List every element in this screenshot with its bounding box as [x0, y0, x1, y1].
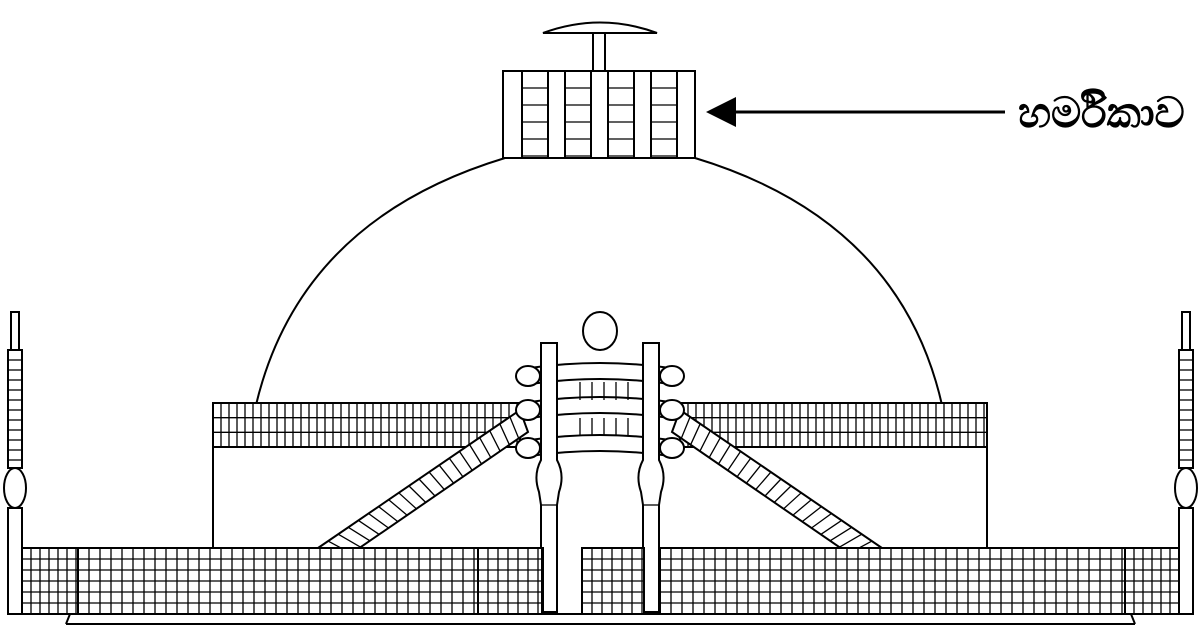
base-platform — [65, 613, 1136, 625]
harmika-label: හර්මිකාව — [1018, 88, 1185, 137]
staircase-left — [316, 408, 530, 562]
upper-terrace-railing — [212, 402, 988, 448]
side-pillar-right — [1174, 311, 1198, 615]
torana-gateway — [515, 311, 685, 613]
side-pillar-left — [3, 311, 27, 615]
chattra-shaft — [592, 32, 606, 72]
callout-arrowhead — [706, 97, 736, 127]
harmika — [502, 70, 696, 159]
chattra-umbrella — [542, 21, 658, 34]
drum-body — [212, 447, 988, 548]
ground-railing — [21, 547, 1182, 615]
